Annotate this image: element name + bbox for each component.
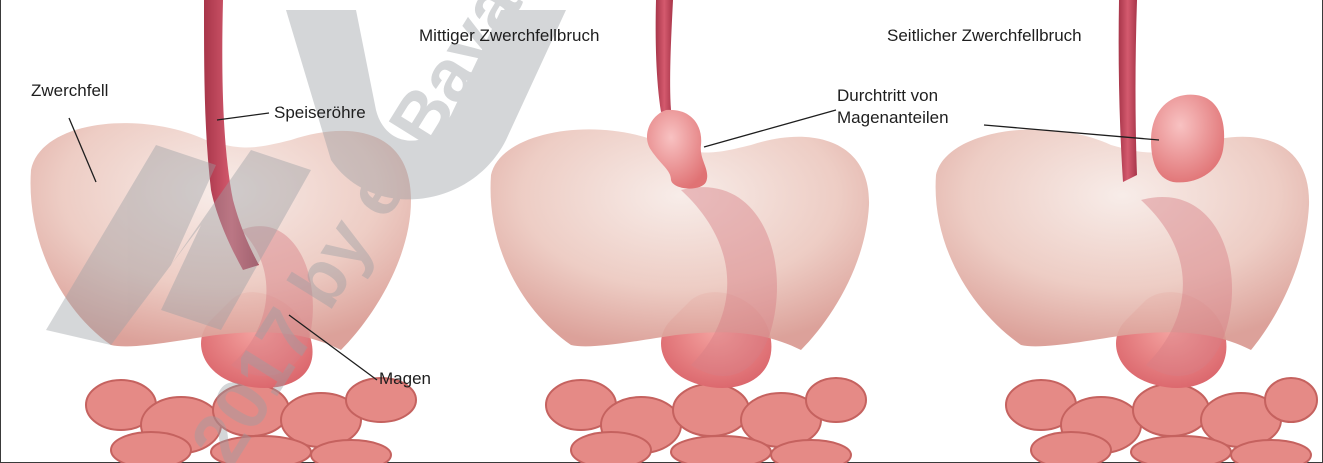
label-zwerchfell: Zwerchfell (31, 80, 108, 102)
label-durchtritt: Durchtritt von Magenanteilen (837, 85, 987, 129)
panel-lateral-hernia (936, 0, 1317, 463)
label-speiseroehre: Speiseröhre (274, 102, 366, 124)
title-central-hernia: Mittiger Zwerchfellbruch (419, 25, 599, 47)
title-lateral-hernia: Seitlicher Zwerchfellbruch (887, 25, 1082, 47)
leader-speiseroehre (217, 113, 269, 120)
esophagus-middle (656, 0, 673, 112)
intestines-right (1006, 378, 1317, 463)
panel-central-hernia (491, 0, 870, 463)
intestines-middle (546, 378, 866, 463)
label-magen: Magen (379, 368, 431, 390)
